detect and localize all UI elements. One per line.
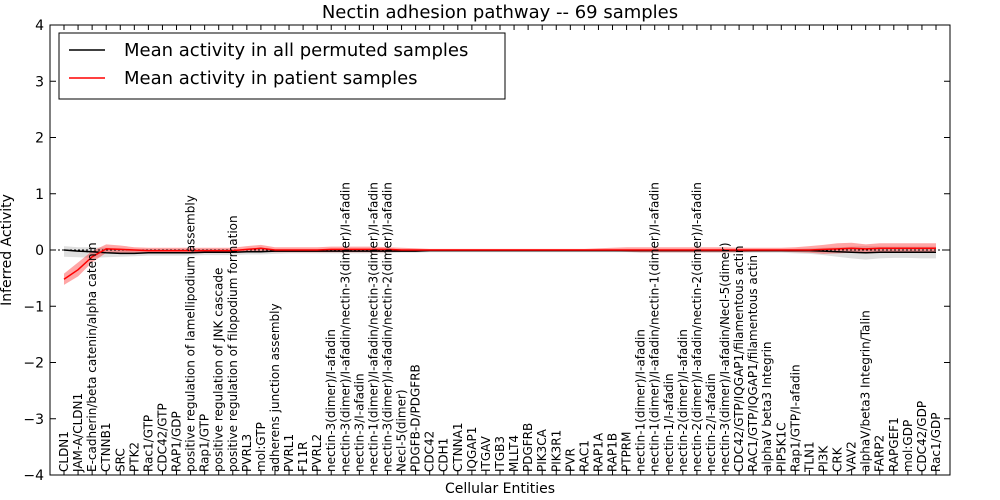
x-category-label: PVR bbox=[563, 448, 577, 472]
x-category-label: RAPGEF1 bbox=[887, 417, 901, 472]
x-category-label: PI3K bbox=[817, 445, 831, 472]
x-category-label: PIK3CA bbox=[535, 428, 549, 472]
x-category-label: nectin-3(dimer)/I-afadin bbox=[324, 329, 338, 472]
x-category-label: F11R bbox=[296, 441, 310, 472]
y-tick-label: 3 bbox=[35, 74, 44, 90]
x-category-label: JAM-A/CLDN1 bbox=[71, 393, 85, 473]
y-tick-label: 0 bbox=[35, 243, 44, 259]
x-category-label: CTNNA1 bbox=[451, 422, 465, 472]
x-category-label: SRC bbox=[113, 448, 127, 472]
y-tick-label: 2 bbox=[35, 131, 44, 147]
x-category-label: nectin-1(dimer)/I-afadin bbox=[634, 329, 648, 472]
y-tick-label: 1 bbox=[35, 187, 44, 203]
x-category-label: IQGAP1 bbox=[465, 427, 479, 472]
plot-area bbox=[50, 242, 950, 285]
y-tick-label: −1 bbox=[23, 299, 44, 315]
patient-mean-line bbox=[63, 247, 936, 280]
x-category-label: CRK bbox=[831, 446, 845, 472]
x-category-label: nectin-2/I-afadin bbox=[704, 373, 718, 472]
x-category-label: nectin-1(dimer)/I-afadin/nectin-3(dimer)… bbox=[366, 182, 380, 472]
y-tick-label: −3 bbox=[23, 412, 44, 428]
x-category-label: Rap1/GTP/I-afadin bbox=[788, 364, 802, 472]
x-category-label: Rac1/GTP bbox=[141, 415, 155, 472]
x-category-label: PDGFRB bbox=[521, 423, 535, 472]
x-category-label: RAC1/GTP/IQGAP1/filamentous actin bbox=[746, 255, 760, 472]
x-category-label: PIP5K1C bbox=[774, 422, 788, 472]
x-category-label: ITGB3 bbox=[493, 436, 507, 472]
x-category-label: CDC42/GTP/IQGAP1/filamentous actin bbox=[732, 246, 746, 472]
y-axis-ticks: 4 3 2 1 0 −1 −2 −3 −4 bbox=[23, 18, 950, 484]
x-category-label: E-cadherin/beta catenin/alpha catenin bbox=[85, 242, 99, 472]
x-category-label: PTK2 bbox=[127, 442, 141, 472]
x-category-label: nectin-3(dimer)/I-afadin/nectin-2(dimer)… bbox=[381, 182, 395, 472]
x-category-label: nectin-3(dimer)/I-afadin/nectin-3(dimer)… bbox=[338, 182, 352, 472]
y-tick-label: 4 bbox=[35, 18, 44, 34]
x-category-label: PTPRM bbox=[620, 432, 634, 473]
x-axis-label: Cellular Entities bbox=[445, 481, 555, 497]
x-category-label: nectin-2(dimer)/I-afadin bbox=[676, 329, 690, 472]
x-category-label: CTNNB1 bbox=[99, 422, 113, 472]
x-category-label: CDH1 bbox=[437, 438, 451, 472]
x-category-label: PVRL1 bbox=[282, 434, 296, 472]
x-category-label: RAP1B bbox=[606, 433, 620, 472]
y-tick-label: −2 bbox=[23, 356, 44, 372]
x-category-label: CLDN1 bbox=[57, 431, 71, 472]
x-category-label: nectin-2(dimer)/I-afadin/nectin-2(dimer)… bbox=[690, 182, 704, 472]
x-category-label: FARP2 bbox=[873, 435, 887, 472]
x-category-label: positive regulation of lamellipodium ass… bbox=[184, 195, 198, 472]
x-category-label: nectin-1(dimer)/I-afadin/nectin-1(dimer)… bbox=[648, 182, 662, 472]
x-category-label: PVRL2 bbox=[310, 434, 324, 472]
x-category-label: mol:GTP bbox=[254, 422, 268, 472]
x-category-label: positive regulation of filopodium format… bbox=[226, 215, 240, 472]
y-tick-label: −4 bbox=[23, 468, 44, 484]
y-axis-label: Inferred Activity bbox=[0, 194, 15, 306]
patient-band bbox=[64, 242, 936, 285]
x-category-label: RAP1/GDP bbox=[170, 411, 184, 472]
x-category-label: TLN1 bbox=[802, 441, 816, 473]
x-category-label: alphaV beta3 Integrin bbox=[760, 341, 774, 472]
x-category-label: PDGFB-D/PDGFRB bbox=[409, 364, 423, 472]
x-category-label: adherens junction assembly bbox=[268, 303, 282, 472]
x-category-label: alphaV/beta3 Integrin/Talin bbox=[859, 310, 873, 472]
x-category-label: nectin-3(dimer)/I-afadin/Necl-5(dimer) bbox=[718, 242, 732, 472]
x-category-label: Rac1/GDP bbox=[929, 413, 943, 472]
legend-label-patient: Mean activity in patient samples bbox=[124, 68, 418, 89]
x-category-label: Necl-5(dimer) bbox=[395, 389, 409, 472]
chart-title: Nectin adhesion pathway -- 69 samples bbox=[322, 2, 678, 23]
legend-box bbox=[58, 32, 506, 100]
x-category-label: nectin-1/I-afadin bbox=[662, 373, 676, 472]
x-category-label: CDC42/GDP bbox=[915, 401, 929, 472]
x-category-label: mol:GDP bbox=[901, 420, 915, 472]
x-category-label: positive regulation of JNK cascade bbox=[212, 268, 226, 472]
legend-label-permuted: Mean activity in all permuted samples bbox=[124, 40, 468, 61]
x-category-label: VAV2 bbox=[845, 441, 859, 472]
x-category-label: ITGAV bbox=[479, 435, 493, 472]
x-category-label: Rap1/GTP bbox=[198, 414, 212, 472]
x-category-label: RAC1 bbox=[577, 440, 591, 472]
x-category-label: CDC42 bbox=[423, 431, 437, 472]
x-category-label: CDC42/GTP bbox=[156, 403, 170, 472]
x-category-label: RAP1A bbox=[592, 432, 606, 472]
x-category-label: MLLT4 bbox=[507, 435, 521, 472]
plot-frame bbox=[49, 24, 951, 476]
x-category-label: PVRL3 bbox=[240, 434, 254, 472]
x-category-label: PIK3R1 bbox=[549, 430, 563, 472]
x-category-label: nectin-3/I-afadin bbox=[352, 373, 366, 472]
legend: Mean activity in all permuted samples Me… bbox=[58, 32, 506, 100]
